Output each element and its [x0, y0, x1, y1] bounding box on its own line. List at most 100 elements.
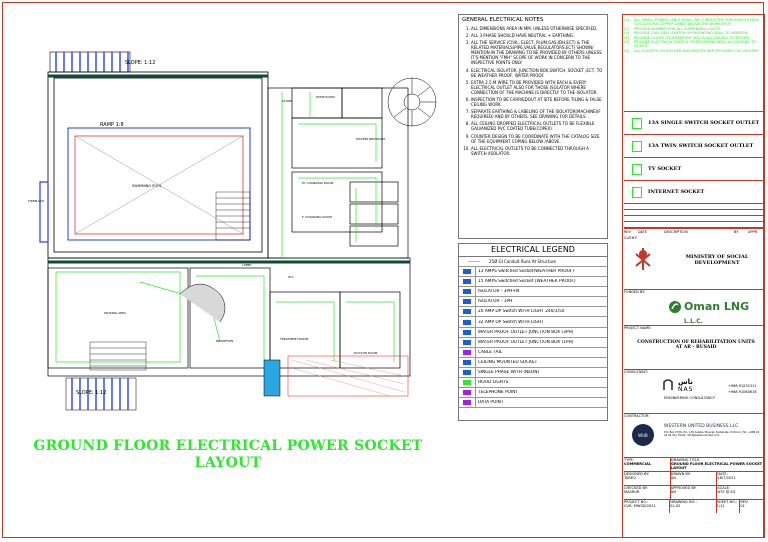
- green-notes: (1)ALL SMALL POWER CABLE SHALL BE CONDUC…: [624, 18, 763, 112]
- ceiling-socket-icon: [459, 357, 476, 367]
- title-block: [622, 14, 765, 538]
- consultant-phone-2: +968 91060616: [728, 390, 757, 394]
- green-note-item: (1)ALL SMALL POWER CABLE SHALL BE CONDUC…: [624, 18, 759, 27]
- legend-row: DATA POINT: [459, 398, 607, 409]
- legend-row: ISOLATOR - 1PH: [459, 297, 607, 308]
- isolator-icon: [459, 287, 476, 297]
- consultant-cell: CONSULTANT: ناس NAS ENGINEERING CONSULTA…: [624, 370, 763, 414]
- green-note-item: (6)ALL SOCKETS ON KITCHEN AND PANTRY ARE…: [624, 48, 760, 53]
- legend-row: WATER PROOF OUTLET JUNCTION BOX (1PH): [459, 337, 607, 348]
- note-item: ALL CEILING DROPPED ELECTRICAL OUTLETS T…: [471, 121, 604, 131]
- legend-label: ISOLATOR - 1PH: [478, 299, 513, 305]
- cable-tail-icon: [459, 347, 476, 357]
- store-label: STORE: [282, 99, 292, 103]
- legend-label: 15 AMPS Switched Socket (WEATHER PROOF): [478, 279, 576, 285]
- contractor-cell: CONTRACTOR: WUB WESTERN UNITED BUSINESS …: [624, 414, 763, 458]
- consultant-arabic: ناس: [678, 378, 693, 386]
- general-notes-heading: GENERAL ELECTRICAL NOTES: [462, 17, 544, 23]
- project-name: CONSTRUCTION OF REHABILITATION UNITS AT …: [637, 340, 755, 350]
- legend-row: HOOD LIGHTS: [459, 378, 607, 389]
- green-note-item: (3)PROVIDE CALL BELL SWITCH ON MOUNTING …: [624, 31, 749, 36]
- general-notes: GENERAL ELECTRICAL NOTES ALL DIMENSIONS …: [458, 14, 608, 239]
- project-cell: PROJECT NAME: CONSTRUCTION OF REHABILITA…: [624, 326, 763, 370]
- lobby-label: LOBBY: [242, 263, 252, 267]
- legend-row: 13 AMPS Switched Socket(WEATHER PROOF): [459, 267, 607, 278]
- legend-label: HOOD LIGHTS: [478, 380, 509, 386]
- data-point-icon: [459, 398, 476, 408]
- isolator-icon: [459, 297, 476, 307]
- green-note-item: (4)PROVIDE LIGHTS ON DIFFERENT WALLS ACC…: [624, 35, 751, 40]
- dp-switch-icon: [459, 317, 476, 327]
- legend-row: WATER PROOF OUTLET JUNCTION BOX (3PH): [459, 327, 607, 338]
- client-cell: CLIENT: MINISTRY OF SOCIAL DEVELOPMENT: [624, 236, 763, 290]
- legend-conduit-row: ——— 25Ø GI Conduit Runs At Structure: [459, 257, 607, 267]
- water-tank: [263, 359, 281, 397]
- legend-label: 20 AMP DP Switch WITH LIGHT 240/1/50: [478, 309, 565, 315]
- dp-switch-icon: [459, 307, 476, 317]
- socket-row: INTERNET SOCKET: [624, 181, 763, 204]
- wc-label: W.C: [288, 275, 294, 279]
- note-item: ALL THE SERVICE (CIVIL, ELECT, PLUM,GAS,…: [471, 40, 604, 65]
- telephone-point-icon: [459, 388, 476, 398]
- legend-row: SINGLE PHASE WITH (NEON): [459, 367, 607, 379]
- note-item: COUNTER DESIGN TO BE COORDINATE WITH THE…: [471, 134, 604, 144]
- socket-row: 13A SINGLE SWITCH SOCKET OUTLET: [624, 112, 763, 135]
- legend-label: CEILING MOUNTED SOCKET: [478, 359, 538, 365]
- socket-single-icon: [632, 117, 642, 129]
- floor-plan: SLOPE: 1:12 RAMP 1:8 SWIMMING POOL FIREP…: [28, 51, 437, 411]
- general-notes-list: ALL DIMENSIONS AREA IN MM. UNLESS OTHERW…: [462, 26, 604, 156]
- nas-logo-icon: [663, 379, 673, 390]
- single-phase-neon-icon: [459, 367, 476, 378]
- legend-label: SINGLE PHASE WITH (NEON): [478, 369, 540, 375]
- consultant-sub: ENGINEERING CONSULTANCY: [664, 396, 715, 400]
- changing-room-1-label: M. CHANGING ROOM: [302, 181, 334, 185]
- legend-row: CEILING MOUNTED SOCKET: [459, 357, 607, 368]
- legend-row: TELEPHONE POINT: [459, 388, 607, 399]
- revision-table: REV DATE DESCRIPTION BY APPR.: [624, 204, 763, 234]
- drawing-title: GROUND FLOOR ELECTRICAL POWER SOCKET LAY…: [18, 438, 438, 472]
- legend-label: TELEPHONE POINT: [478, 390, 519, 396]
- legend-label: WATER PROOF OUTLET JUNCTION BOX (3PH): [478, 329, 574, 335]
- green-note-item: (2)PROVIDE NUMBER FOR ALL SUSPENDED LIGH…: [624, 26, 722, 31]
- fireplace-label: FIREPLACE: [28, 199, 44, 203]
- tv-socket-icon: [632, 163, 642, 175]
- revision-header: REV DATE DESCRIPTION BY APPR.: [624, 230, 759, 234]
- consultant-phone-1: +968 91232311: [728, 384, 757, 388]
- socket-twin-icon: [632, 140, 642, 152]
- spiral-stair: [387, 77, 437, 127]
- oman-emblem-icon: [635, 248, 651, 270]
- waiting-area-label: WAITING AREA: [104, 311, 127, 315]
- funded-logo-text: Oman LNG L.L.C.: [684, 300, 750, 325]
- reception-label: RECEPTION: [216, 339, 233, 343]
- pool-outline: [67, 127, 251, 241]
- master-bedroom-label: MASTER BEDROOM: [356, 137, 385, 141]
- legend-label: 32 AMP DP Switch WITH LIGHT: [478, 319, 544, 325]
- legend-label: WATER PROOF OUTLET JUNCTION BOX (1PH): [478, 339, 574, 345]
- doctor-room-label: DOCTOR ROOM: [354, 351, 378, 355]
- contractor-address: P.O. Box 2376, P.C. 130 Azaiba, Muscat, …: [664, 431, 760, 438]
- junction-box-icon: [459, 337, 476, 347]
- top-slope-hatch: [49, 51, 131, 73]
- weatherproof-socket-icon: [459, 267, 476, 277]
- info-grid: TYPE:COMMERCIAL DRAWING TITLE:GROUND FLO…: [624, 458, 763, 536]
- legend-conduit-label: 25Ø GI Conduit Runs At Structure: [489, 259, 556, 264]
- treatment-room-label: TREATMENT ROOM: [279, 337, 309, 341]
- socket-row: TV SOCKET: [624, 158, 763, 181]
- note-item: EXTRA 2.5 M WIRE TO BE PROVIDED WITH EAC…: [471, 80, 604, 95]
- note-item: ELECTRICAL ISOLATOR, JUNCTION BOX,SWITCH…: [471, 68, 604, 78]
- legend-row: CABLE TAIL: [459, 347, 607, 358]
- ramp-label: RAMP 1:8: [100, 122, 124, 128]
- note-item: SEPARATE EARTHING & LABELING OF THE ISOL…: [471, 109, 604, 119]
- internet-socket-icon: [632, 186, 642, 198]
- drawing-title-line2: LAYOUT: [194, 455, 262, 471]
- green-note-item: (5)PROVIDE ELECTRICAL SWITCH ON MOUNTING…: [624, 40, 757, 49]
- electrical-legend: ELECTRICAL LEGEND ——— 25Ø GI Conduit Run…: [458, 243, 608, 421]
- legend-label: ISOLATOR - 3PH+N: [478, 289, 520, 295]
- legend-heading: ELECTRICAL LEGEND: [459, 244, 607, 257]
- socket-list: 13A SINGLE SWITCH SOCKET OUTLET 13A TWIN…: [624, 112, 763, 204]
- junction-box-icon: [459, 327, 476, 337]
- legend-row: 15 AMPS Switched Socket (WEATHER PROOF): [459, 277, 607, 288]
- client-name: MINISTRY OF SOCIAL DEVELOPMENT: [685, 254, 749, 266]
- note-item: ALL DIMENSIONS AREA IN MM. UNLESS OTHERW…: [471, 26, 604, 31]
